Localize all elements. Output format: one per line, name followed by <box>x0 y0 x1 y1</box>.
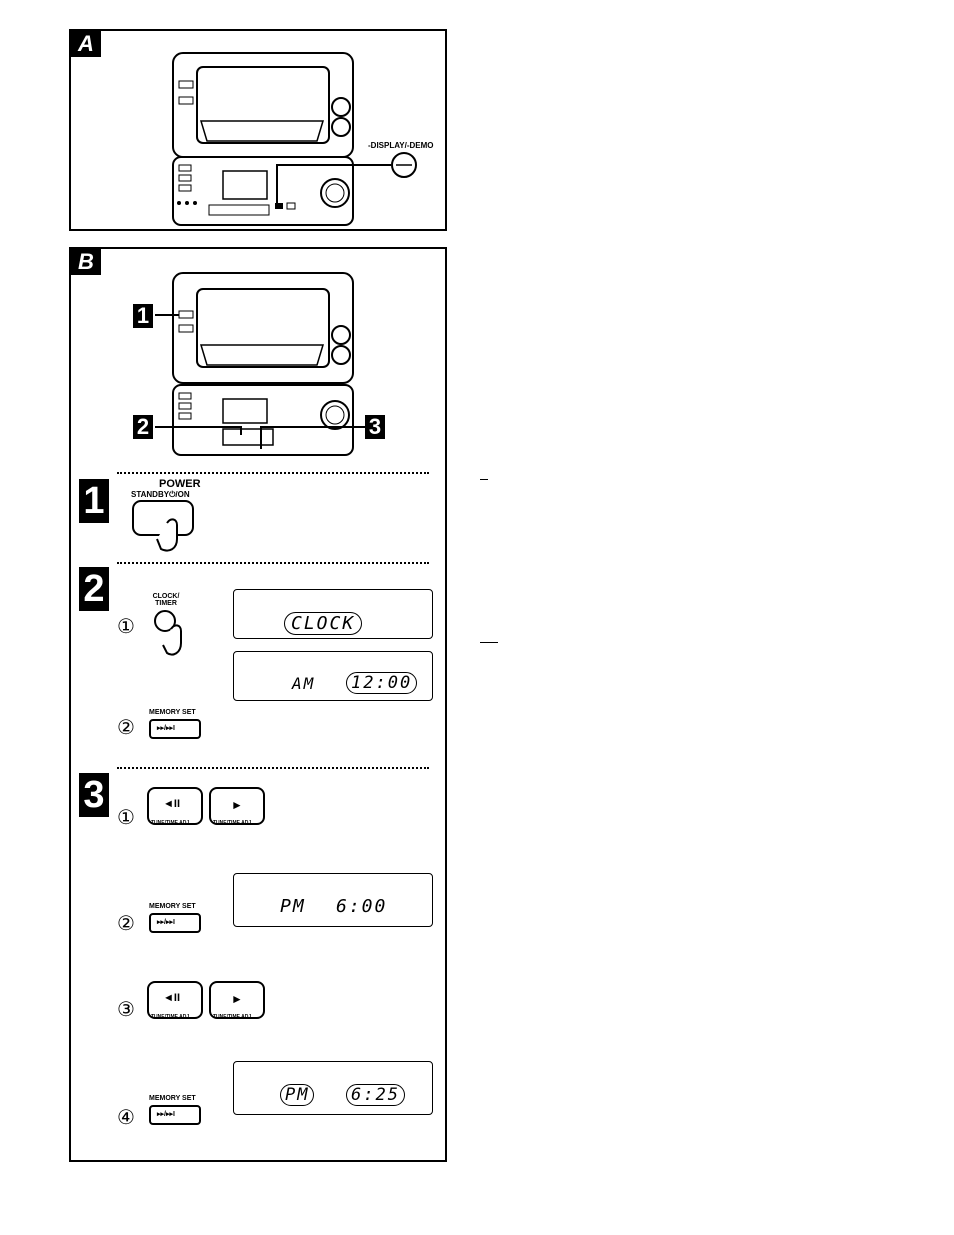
clock-timer-button[interactable] <box>151 607 201 663</box>
callout-3: 3 <box>365 415 385 439</box>
memory-set-button-3a[interactable]: ▸▸/▸▸I <box>149 913 201 933</box>
memory-set-button-2[interactable]: ▸▸/▸▸I <box>149 719 201 739</box>
memory-set-label-3b: MEMORY SET <box>149 1095 196 1102</box>
lcd-pm-time-2: 6:25 <box>346 1084 405 1106</box>
step-1-number: 1 <box>79 479 109 523</box>
memory-set-button-3b[interactable]: ▸▸/▸▸I <box>149 1105 201 1125</box>
callout-1: 1 <box>133 304 153 328</box>
step-3-number: 3 <box>79 773 109 817</box>
power-label: POWER <box>159 479 201 490</box>
lcd-clock-text: CLOCK <box>284 612 362 635</box>
step-2-number: 2 <box>79 567 109 611</box>
tune-right-symbol-1: ► <box>231 799 243 811</box>
step-2-sub-1: ① <box>117 614 135 638</box>
memory-set-symbol-2: ▸▸/▸▸I <box>157 725 175 732</box>
callout-2: 2 <box>133 415 153 439</box>
tune-right-label-2: TUNE/TIME ADJ <box>213 1015 251 1020</box>
lcd-display-pm-600: PM 6:00 <box>233 873 433 927</box>
tune-left-label-1: TUNE/TIME ADJ <box>151 821 189 826</box>
step-3-sub-2: ② <box>117 911 135 935</box>
divider-2 <box>117 562 429 564</box>
stereo-unit-illustration-a <box>71 31 449 233</box>
lcd-pm-text-2: PM <box>280 1084 314 1106</box>
lcd-pm-time-1: 6:00 <box>336 896 387 917</box>
panel-b: B 1 2 3 1 POWER STANDBY⏻/ON 2 ① CLOCK/ T… <box>69 247 447 1162</box>
memory-set-label-2: MEMORY SET <box>149 709 196 716</box>
lcd-display-clock: CLOCK <box>233 589 433 639</box>
tune-left-label-2: TUNE/TIME ADJ <box>151 1015 189 1020</box>
divider-3 <box>117 767 429 769</box>
step-3-sub-1: ① <box>117 805 135 829</box>
tune-right-symbol-2: ► <box>231 993 243 1005</box>
tune-left-symbol-1: ◄II <box>163 799 180 810</box>
tune-right-label-1: TUNE/TIME ADJ <box>213 821 251 826</box>
stereo-unit-illustration-b <box>71 249 449 469</box>
power-button[interactable] <box>131 497 201 557</box>
lcd-pm-text-1: PM <box>280 896 306 917</box>
step-2-sub-2: ② <box>117 715 135 739</box>
lcd-am-text: AM <box>292 674 315 693</box>
clock-timer-label: CLOCK/ TIMER <box>149 593 183 607</box>
step-3-sub-4: ④ <box>117 1105 135 1129</box>
display-demo-label: -DISPLAY/-DEMO <box>368 142 434 150</box>
lcd-display-am: AM 12:00 <box>233 651 433 701</box>
lcd-display-pm-625: PM 6:25 <box>233 1061 433 1115</box>
step-3-sub-3: ③ <box>117 997 135 1021</box>
tune-left-symbol-2: ◄II <box>163 993 180 1004</box>
divider-1 <box>117 472 429 474</box>
margin-mark-2 <box>480 642 498 643</box>
memory-set-symbol-3a: ▸▸/▸▸I <box>157 919 175 926</box>
memory-set-symbol-3b: ▸▸/▸▸I <box>157 1111 175 1118</box>
panel-a: A -DISPLAY/-DEMO <box>69 29 447 231</box>
memory-set-label-3a: MEMORY SET <box>149 903 196 910</box>
lcd-am-time: 12:00 <box>346 672 417 694</box>
margin-mark-1 <box>480 479 488 480</box>
